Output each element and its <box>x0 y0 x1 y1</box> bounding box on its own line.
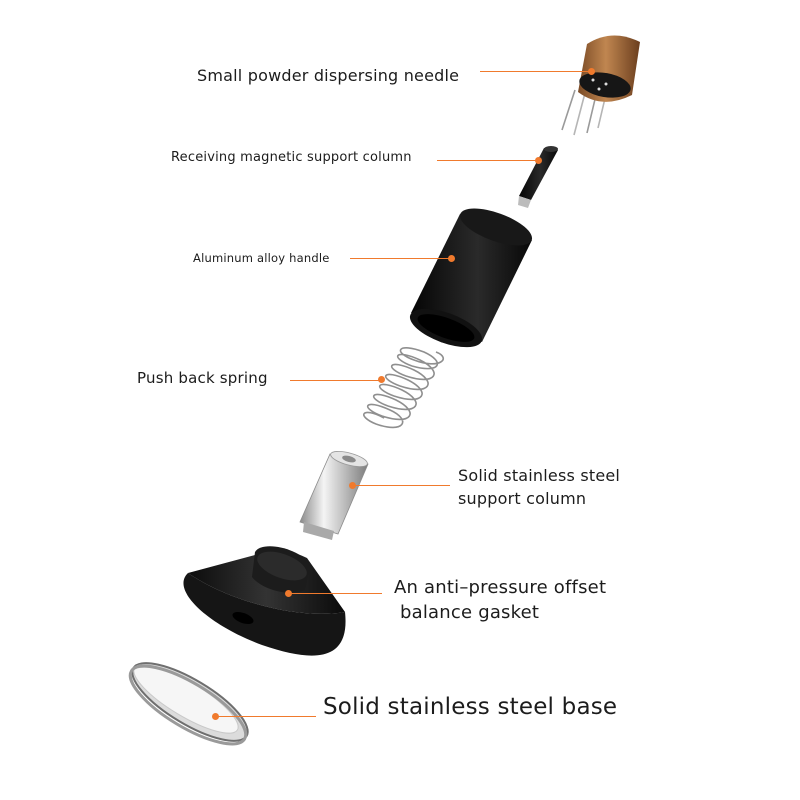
spring-part <box>363 347 444 429</box>
handle-leader-line <box>350 258 450 259</box>
base-label: Solid stainless steel base <box>323 694 618 720</box>
magnet-column-part <box>518 146 558 208</box>
magnet-leader-line <box>437 160 537 161</box>
support-column-label-line2: support column <box>458 489 587 508</box>
handle-part <box>409 208 533 348</box>
gasket-leader-line <box>290 593 382 594</box>
handle-label: Aluminum alloy handle <box>193 251 330 265</box>
support-column-label-line1: Solid stainless steel <box>458 466 621 485</box>
base-marker-dot <box>212 713 219 720</box>
needle-label: Small powder dispersing needle <box>197 66 460 85</box>
support-column-part <box>299 450 369 540</box>
needle-part <box>561 35 640 136</box>
gasket-label-line1: An anti–pressure offset <box>394 577 607 598</box>
gasket-label: An anti–pressure offset balance gasket <box>394 575 606 625</box>
spring-marker-dot <box>378 376 385 383</box>
handle-marker-dot <box>448 255 455 262</box>
magnet-column-label: Receiving magnetic support column <box>171 150 412 165</box>
needle-leader-line <box>480 71 592 72</box>
column-marker-dot <box>349 482 356 489</box>
base-leader-line <box>218 716 316 717</box>
needle-marker-dot <box>588 68 595 75</box>
spring-leader-line <box>290 380 383 381</box>
column-leader-line <box>355 485 450 486</box>
spring-label: Push back spring <box>137 369 268 387</box>
gasket-label-line2: balance gasket <box>400 602 540 623</box>
gasket-part <box>183 546 346 656</box>
magnet-marker-dot <box>535 157 542 164</box>
gasket-marker-dot <box>285 590 292 597</box>
support-column-label: Solid stainless steel support column <box>458 464 620 510</box>
base-part <box>128 662 249 746</box>
